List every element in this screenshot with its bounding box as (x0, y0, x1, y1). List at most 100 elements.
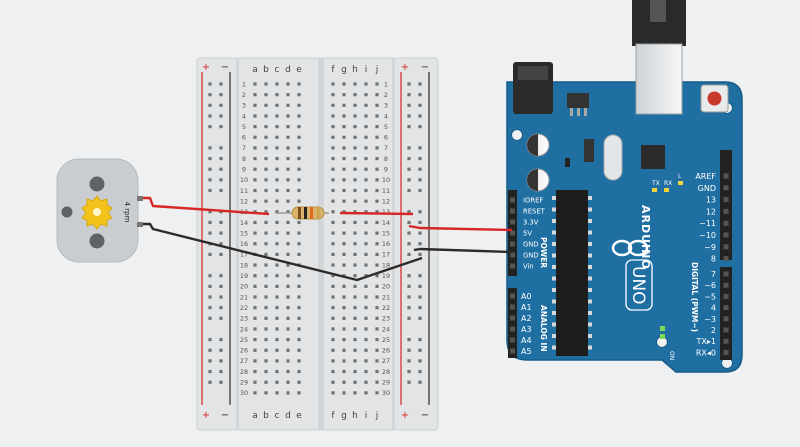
rail-hole[interactable] (418, 306, 422, 310)
rail-hole[interactable] (219, 242, 223, 246)
header-pin[interactable] (510, 337, 515, 343)
rail-hole[interactable] (418, 231, 422, 235)
digital-header-bottom[interactable] (720, 267, 732, 360)
breadboard-hole[interactable] (297, 220, 301, 225)
breadboard-hole[interactable] (286, 327, 290, 331)
breadboard-hole[interactable] (286, 263, 290, 267)
breadboard-hole[interactable] (353, 348, 357, 352)
breadboard-hole[interactable] (264, 103, 268, 107)
breadboard-hole[interactable] (375, 274, 379, 278)
breadboard-hole[interactable] (275, 359, 279, 363)
rail-hole[interactable] (219, 369, 223, 374)
rail-hole[interactable] (208, 338, 212, 342)
breadboard-hole[interactable] (353, 391, 357, 395)
header-pin[interactable] (723, 349, 729, 355)
rail-hole[interactable] (418, 210, 422, 214)
rail-hole[interactable] (407, 295, 411, 299)
breadboard-hole[interactable] (342, 263, 346, 267)
breadboard-hole[interactable] (364, 242, 368, 246)
breadboard-hole[interactable] (253, 274, 257, 278)
header-pin[interactable] (723, 220, 729, 226)
breadboard-hole[interactable] (286, 369, 290, 374)
breadboard-hole[interactable] (253, 327, 257, 331)
breadboard-hole[interactable] (375, 103, 379, 107)
breadboard-hole[interactable] (286, 338, 290, 342)
breadboard-hole[interactable] (275, 380, 279, 384)
breadboard-hole[interactable] (286, 178, 290, 182)
breadboard-hole[interactable] (253, 103, 257, 107)
rail-hole[interactable] (407, 306, 411, 310)
breadboard-hole[interactable] (331, 231, 335, 235)
arduino-uno-board[interactable]: TX RX L ON ARDUINO UNO POWER ANALOG IN D… (506, 0, 743, 373)
breadboard-hole[interactable] (297, 348, 301, 352)
rail-hole[interactable] (418, 93, 422, 97)
breadboard-hole[interactable] (253, 316, 257, 320)
breadboard-hole[interactable] (375, 167, 379, 171)
rail-hole[interactable] (219, 156, 223, 161)
breadboard[interactable]: + − + − + − + − a b c d e f g h i j a b … (196, 57, 439, 431)
header-pin[interactable] (510, 348, 515, 354)
rail-hole[interactable] (418, 188, 422, 193)
rail-hole[interactable] (208, 146, 212, 150)
breadboard-hole[interactable] (331, 348, 335, 352)
breadboard-hole[interactable] (375, 380, 379, 384)
breadboard-hole[interactable] (353, 252, 357, 256)
breadboard-hole[interactable] (331, 146, 335, 150)
rail-hole[interactable] (219, 93, 223, 97)
breadboard-hole[interactable] (275, 199, 279, 203)
rail-hole[interactable] (219, 274, 223, 278)
rail-hole[interactable] (219, 220, 223, 225)
rail-hole[interactable] (208, 295, 212, 299)
rail-hole[interactable] (418, 380, 422, 384)
rail-hole[interactable] (219, 359, 223, 363)
breadboard-hole[interactable] (275, 135, 279, 139)
breadboard-hole[interactable] (286, 82, 290, 86)
breadboard-hole[interactable] (286, 146, 290, 150)
breadboard-hole[interactable] (375, 125, 379, 129)
breadboard-hole[interactable] (264, 220, 268, 225)
motor-terminal[interactable] (137, 222, 143, 227)
header-pin[interactable] (510, 208, 515, 214)
rail-hole[interactable] (407, 380, 411, 384)
breadboard-hole[interactable] (297, 82, 301, 86)
breadboard-hole[interactable] (353, 156, 357, 161)
rail-hole[interactable] (418, 369, 422, 374)
rail-hole[interactable] (407, 114, 411, 118)
breadboard-hole[interactable] (264, 369, 268, 374)
rail-hole[interactable] (219, 338, 223, 342)
breadboard-hole[interactable] (286, 220, 290, 225)
breadboard-hole[interactable] (331, 135, 335, 139)
breadboard-hole[interactable] (253, 220, 257, 225)
breadboard-hole[interactable] (375, 284, 379, 288)
rail-hole[interactable] (208, 156, 212, 161)
header-pin[interactable] (723, 338, 729, 344)
breadboard-hole[interactable] (375, 188, 379, 193)
rail-hole[interactable] (407, 188, 411, 193)
rail-hole[interactable] (418, 156, 422, 161)
breadboard-hole[interactable] (264, 242, 268, 246)
breadboard-hole[interactable] (253, 231, 257, 235)
header-pin[interactable] (510, 241, 515, 247)
breadboard-hole[interactable] (264, 295, 268, 299)
breadboard-hole[interactable] (353, 338, 357, 342)
breadboard-hole[interactable] (253, 114, 257, 118)
breadboard-hole[interactable] (342, 338, 346, 342)
breadboard-hole[interactable] (331, 274, 335, 278)
breadboard-hole[interactable] (264, 252, 268, 256)
breadboard-hole[interactable] (253, 369, 257, 374)
rail-hole[interactable] (407, 348, 411, 352)
breadboard-hole[interactable] (331, 295, 335, 299)
breadboard-hole[interactable] (342, 103, 346, 107)
breadboard-hole[interactable] (364, 338, 368, 342)
rail-hole[interactable] (208, 380, 212, 384)
breadboard-hole[interactable] (353, 274, 357, 278)
rail-hole[interactable] (219, 167, 223, 171)
header-pin[interactable] (510, 252, 515, 258)
rail-hole[interactable] (208, 178, 212, 182)
rail-hole[interactable] (208, 316, 212, 320)
breadboard-hole[interactable] (331, 316, 335, 320)
breadboard-hole[interactable] (342, 114, 346, 118)
rail-hole[interactable] (208, 167, 212, 171)
